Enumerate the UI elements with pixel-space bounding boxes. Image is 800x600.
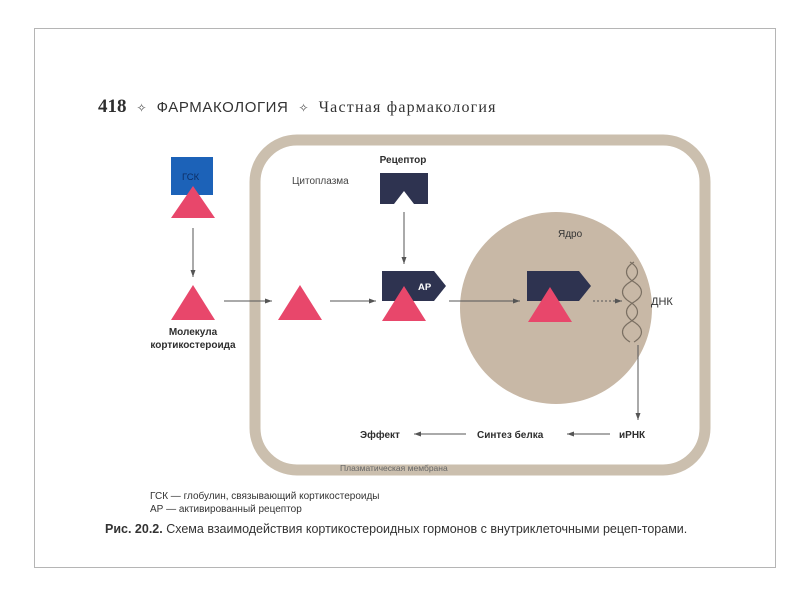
header-separator-1: ✧ — [136, 101, 147, 115]
receptor-label: Рецептор — [380, 155, 427, 166]
activated-receptor — [382, 271, 446, 301]
page-header: 418 ✧ ФАРМАКОЛОГИЯ ✧ Частная фармакологи… — [98, 96, 497, 120]
molecule-label-line1: Молекула — [169, 327, 218, 338]
steroid-in-cytoplasm — [278, 285, 322, 320]
cytoplasm-label: Цитоплазма — [292, 176, 349, 187]
figure-caption: Рис. 20.2. Схема взаимодействия кортикос… — [105, 522, 765, 537]
receptor-shape — [380, 173, 428, 204]
effect-label: Эффект — [360, 429, 400, 441]
molecule-label-line2: кортикостероида — [150, 340, 236, 351]
nucleus-label: Ядро — [558, 229, 583, 240]
steroid-bound-gsk — [171, 186, 215, 218]
header-title: ФАРМАКОЛОГИЯ — [156, 99, 289, 116]
nuclear-complex — [527, 271, 591, 301]
dna-helix — [621, 261, 643, 343]
steroid-in-receptor — [382, 286, 426, 321]
steroid-molecule — [171, 285, 215, 320]
caption-text: Схема взаимодействия кортикостероидных г… — [166, 522, 688, 536]
legend-line-2: АР — активированный рецептор — [150, 504, 302, 515]
dna-label: ДНК — [651, 296, 673, 308]
gsk-label: ГСК — [182, 172, 200, 183]
protein-synthesis-label: Синтез белка — [477, 429, 544, 441]
steroid-in-nucleus — [528, 287, 572, 322]
legend: ГСК — глобулин, связывающий кортикостеро… — [150, 490, 380, 516]
ar-label: АР — [418, 282, 432, 293]
membrane-label: Плазматическая мембрана — [340, 463, 448, 473]
page-number: 418 — [98, 96, 127, 117]
mrna-label: иРНК — [619, 430, 646, 441]
caption-figure-number: Рис. 20.2. — [105, 522, 163, 536]
legend-line-1: ГСК — глобулин, связывающий кортикостеро… — [150, 491, 380, 502]
header-subtitle: Частная фармакология — [318, 99, 497, 116]
plasma-membrane — [249, 134, 711, 476]
header-separator-2: ✧ — [298, 101, 309, 115]
